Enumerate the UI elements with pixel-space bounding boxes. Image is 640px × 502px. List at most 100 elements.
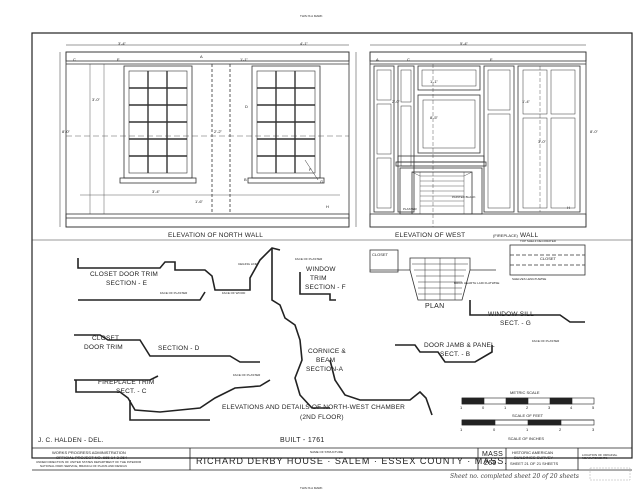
fireplace-trim-sub: SECT. - C bbox=[116, 388, 147, 395]
built-date: BUILT - 1761 bbox=[280, 437, 325, 444]
closet-trim-e-title: CLOSET DOOR TRIM bbox=[90, 271, 158, 278]
habs-line-1: HISTORIC AMERICAN bbox=[512, 450, 554, 455]
habs-line-3: SHEET 21 OF 21 SHEETS bbox=[510, 461, 559, 466]
feet-tick: 1 bbox=[526, 427, 529, 432]
dim-label: 3'-4" bbox=[152, 189, 160, 194]
dim-label: 3'-4" bbox=[118, 41, 126, 46]
delineator: J. C. HALDEN - DEL. bbox=[38, 437, 104, 444]
fireplace-trim-title: FIREPLACE TRIM bbox=[98, 379, 155, 386]
face-of-plaster-label: FACE OF PLASTER bbox=[532, 339, 560, 343]
dim-label: 3'-0" bbox=[538, 139, 546, 144]
section-d-title: SECTION - D bbox=[158, 345, 200, 352]
closet-trim-e-sub: SECTION - E bbox=[106, 280, 148, 287]
bottom-mark: THIS IS A MARK bbox=[300, 486, 323, 490]
closet-label-2: CLOSET bbox=[540, 256, 557, 261]
dim-label: C bbox=[407, 57, 410, 62]
top-shelf-label: TOP SHELF DECORATED bbox=[520, 239, 557, 243]
north-wall-title: ELEVATION OF NORTH WALL bbox=[168, 232, 264, 239]
dim-label: 2'-2" bbox=[214, 129, 222, 134]
dim-label: A bbox=[200, 54, 203, 59]
elevations-details-title: ELEVATIONS AND DETAILS OF NORTH-WEST CHA… bbox=[222, 404, 406, 411]
stamp-mark bbox=[589, 467, 631, 481]
cornice-title-2: BEAM bbox=[316, 357, 336, 364]
metric-tick: 0 bbox=[482, 405, 485, 410]
works-line-3: UNDER DIRECTION OF UNITED STATES DEPARTM… bbox=[36, 460, 142, 464]
cornice-title: CORNICE & bbox=[308, 348, 346, 355]
inches-scale-title: SCALE OF INCHES bbox=[508, 436, 545, 441]
scale-bars bbox=[461, 397, 595, 426]
ceiling-line-label: CEILING LINE bbox=[238, 262, 258, 266]
window-trim-title-2: TRIM bbox=[310, 275, 327, 282]
dim-label: 1'-6" bbox=[195, 199, 203, 204]
habs-line-2: BUILDINGS SURVEY bbox=[514, 455, 554, 460]
feet-tick: 3 bbox=[592, 427, 595, 432]
dim-label: 8'-0" bbox=[62, 129, 70, 134]
works-line-1: WORKS PROGRESS ADMINISTRATION bbox=[52, 450, 126, 455]
closet-trim-d-title-2: DOOR TRIM bbox=[84, 344, 123, 351]
dim-label: E bbox=[490, 57, 493, 62]
window-trim-sub: SECTION - F bbox=[305, 284, 346, 291]
closet-label: CLOSET bbox=[372, 252, 389, 257]
metric-scale-title: METRIC SCALE bbox=[510, 390, 540, 395]
dim-label: A bbox=[376, 57, 379, 62]
dim-label: F bbox=[309, 167, 312, 172]
face-of-plaster-label: FACE OF PLASTER bbox=[233, 373, 261, 377]
dim-label: H bbox=[567, 205, 570, 210]
west-wall-title-b: (FIREPLACE) bbox=[493, 233, 518, 238]
metric-tick: 3 bbox=[548, 405, 551, 410]
dim-label: 8'-5" bbox=[430, 115, 438, 120]
plan-title: PLAN bbox=[425, 303, 445, 310]
works-line-2: OFFICIAL PROJECT NO. 665-14-3-254 bbox=[56, 455, 127, 460]
cornice-sub: SECTION-A bbox=[306, 366, 344, 373]
face-of-plaster-label: FACE OF PLASTER bbox=[160, 291, 188, 295]
plaster-label: PLASTER bbox=[403, 207, 417, 211]
metric-tick: 4 bbox=[570, 405, 573, 410]
handwritten-note: Sheet no. completed sheet 20 of 20 sheet… bbox=[450, 473, 579, 480]
name-caption: NAME OF STRUCTURE bbox=[310, 450, 343, 454]
molding-profiles bbox=[74, 247, 585, 421]
west-wall-elevation bbox=[369, 44, 587, 228]
face-of-plaster-label: FACE OF PLASTER bbox=[295, 257, 323, 261]
dim-label: 8'-0" bbox=[590, 129, 598, 134]
dim-label: G bbox=[320, 179, 324, 184]
metric-tick: 1 bbox=[504, 405, 507, 410]
elevations-details-sub: (2ND FLOOR) bbox=[300, 414, 344, 421]
structure-name: RICHARD DERBY HOUSE · SALEM · ESSEX COUN… bbox=[196, 456, 508, 466]
door-jamb-sub: SECT. - B bbox=[440, 351, 471, 358]
dim-label: 4'-1" bbox=[300, 41, 308, 46]
feet-tick: 0 bbox=[493, 427, 496, 432]
west-wall-title-a: ELEVATION OF WEST bbox=[395, 232, 466, 239]
dim-label: 1'-1" bbox=[430, 79, 438, 84]
dim-label: 1'-4" bbox=[522, 99, 530, 104]
dim-label: 5'-4" bbox=[460, 41, 468, 46]
metric-tick: 5 bbox=[592, 405, 595, 410]
painted-black-label: PAINTED BLACK bbox=[452, 195, 476, 199]
metric-tick: 2 bbox=[526, 405, 529, 410]
fireplace-plan bbox=[369, 244, 586, 301]
feet-scale-title: SCALE OF FEET bbox=[512, 413, 544, 418]
dim-label: C bbox=[73, 57, 76, 62]
sheet-border bbox=[31, 32, 633, 459]
face-of-wood-label: FACE OF WOOD bbox=[222, 291, 246, 295]
works-line-4: NATIONAL PARK SERVICE, BRANCH OF PLANS A… bbox=[40, 464, 127, 468]
dim-label: H bbox=[326, 204, 329, 209]
closet-trim-d-title: CLOSET bbox=[92, 335, 120, 342]
west-wall-title-c: WALL bbox=[520, 232, 539, 239]
top-mark: THIS IS A MARK bbox=[300, 14, 323, 18]
feet-tick: 2 bbox=[559, 427, 562, 432]
dim-label: 3'-0" bbox=[92, 97, 100, 102]
window-sill-title: WINDOW SILL bbox=[488, 311, 534, 318]
feet-tick: 1 bbox=[460, 427, 463, 432]
survey-number-2: 269 bbox=[484, 460, 497, 467]
shelves-label: SHELVES LENGTHWISE bbox=[512, 277, 547, 281]
metric-tick: 1 bbox=[460, 405, 463, 410]
dim-label: 2'-0" bbox=[392, 99, 400, 104]
dim-label: D bbox=[245, 104, 248, 109]
survey-number-1: MASS bbox=[482, 451, 504, 458]
dim-label: B bbox=[244, 177, 247, 182]
location-note: LOCATION OF ORIGINAL MEASUREMENTS bbox=[582, 453, 618, 460]
door-jamb-title: DOOR JAMB & PANEL bbox=[424, 342, 495, 349]
dim-label: 1'-1" bbox=[240, 57, 248, 62]
window-trim-title: WINDOW bbox=[306, 266, 336, 273]
